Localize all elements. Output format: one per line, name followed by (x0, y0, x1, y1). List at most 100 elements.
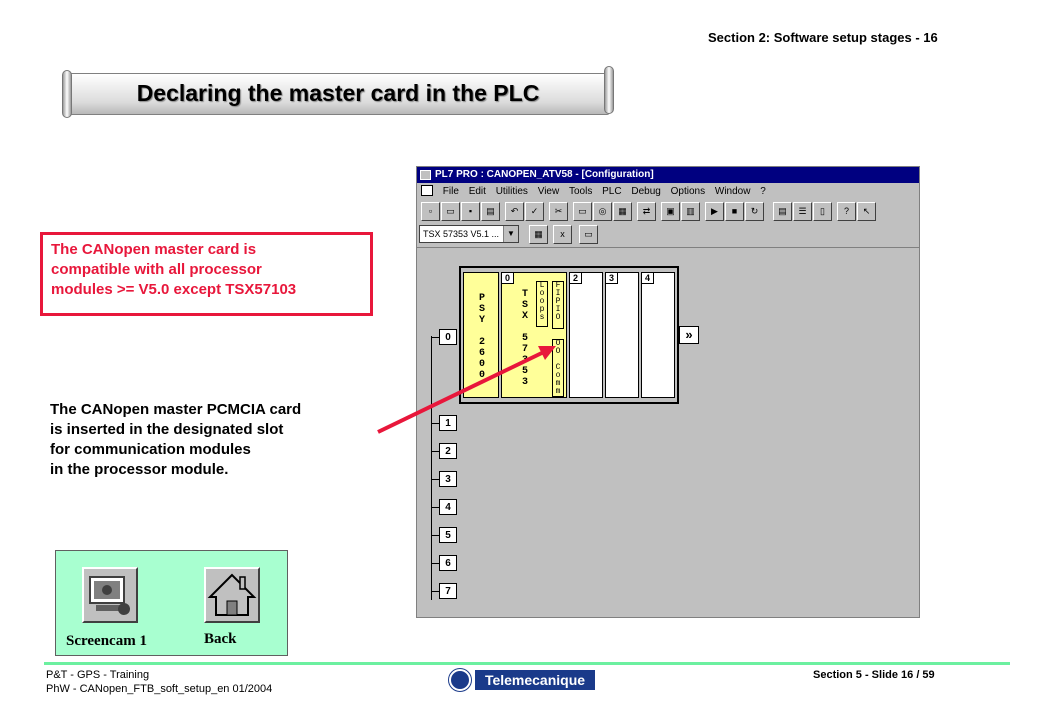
brand-mark-icon (449, 669, 471, 691)
terminal-icon[interactable]: ▥ (681, 202, 700, 221)
slot-4[interactable]: 4 (641, 272, 675, 398)
menu-view[interactable]: View (537, 186, 560, 197)
menu-help[interactable]: ? (760, 186, 766, 197)
bus-tick (431, 535, 439, 536)
banner-curl-right (604, 66, 614, 114)
cut-icon[interactable]: ✂ (549, 202, 568, 221)
menu-tools[interactable]: Tools (569, 186, 593, 197)
stop-icon[interactable]: ■ (725, 202, 744, 221)
rack-address-1[interactable]: 1 (439, 415, 457, 431)
secondary-toolbar: TSX 57353 V5.1 ... ▼ ▦ x ▭ (417, 225, 919, 245)
menu-edit[interactable]: Edit (468, 186, 486, 197)
slot-number-4: 4 (641, 272, 654, 284)
slot-number-2: 2 (569, 272, 582, 284)
main-toolbar: ▫ ▭ ▪ ▤ ↶ ✓ ✂ ▭ ◎ ▦ ⇄ ▣ ▥ ▶ ■ ↻ ▤ ☰ ▯ ? … (417, 202, 919, 222)
save-icon[interactable]: ▪ (461, 202, 480, 221)
chevron-down-icon[interactable]: ▼ (503, 226, 518, 242)
window-titlebar[interactable]: PL7 PRO : CANOPEN_ATV58 - [Configuration… (417, 167, 919, 183)
screencam-label: Screencam 1 (66, 633, 147, 649)
help-icon[interactable]: ? (837, 202, 856, 221)
print-icon[interactable]: ▤ (481, 202, 500, 221)
bus-tick (431, 451, 439, 452)
open-folder-icon[interactable]: ▭ (441, 202, 460, 221)
compat-line: The CANopen master card is (51, 241, 257, 258)
menu-options[interactable]: Options (670, 186, 706, 197)
brand-logo: Telemecanique (449, 668, 595, 692)
menu-file[interactable]: File (442, 186, 459, 197)
undo-icon[interactable]: ↶ (505, 202, 524, 221)
tile-horizontal-icon[interactable]: ☰ (793, 202, 812, 221)
window-title: PL7 PRO : CANOPEN_ATV58 - [Configuration… (435, 169, 654, 180)
validate-icon[interactable]: ✓ (525, 202, 544, 221)
bus-tick (431, 591, 439, 592)
run-icon[interactable]: ▶ (705, 202, 724, 221)
insertion-note: The CANopen master PCMCIA card is insert… (50, 400, 370, 480)
rack-address-0[interactable]: 0 (439, 329, 457, 345)
bus-line (431, 336, 432, 600)
monitor-icon[interactable]: ▣ (661, 202, 680, 221)
rack-address-7[interactable]: 7 (439, 583, 457, 599)
banner-scroll (66, 73, 610, 115)
brand-name: Telemecanique (475, 670, 595, 690)
module-icon[interactable]: ▦ (613, 202, 632, 221)
home-icon (207, 573, 257, 616)
init-icon[interactable]: ↻ (745, 202, 764, 221)
screencam-icon (89, 576, 130, 615)
pl7-window: PL7 PRO : CANOPEN_ATV58 - [Configuration… (416, 166, 920, 618)
rack-address-3[interactable]: 3 (439, 471, 457, 487)
bus-tick (431, 507, 439, 508)
new-file-icon[interactable]: ▫ (421, 202, 440, 221)
document-icon[interactable] (421, 185, 433, 196)
slot-number-3: 3 (605, 272, 618, 284)
app-icon[interactable] (420, 170, 431, 180)
binoculars-icon[interactable]: ◎ (593, 202, 612, 221)
rack-address-5[interactable]: 5 (439, 527, 457, 543)
slot-3[interactable]: 3 (605, 272, 639, 398)
window-icon[interactable]: ▭ (573, 202, 592, 221)
rack-address-4[interactable]: 4 (439, 499, 457, 515)
screencam-button[interactable] (82, 567, 138, 623)
slot-number-0: 0 (501, 272, 514, 284)
next-rack-button[interactable]: » (679, 326, 699, 344)
page-title: Declaring the master card in the PLC (136, 80, 540, 106)
footer-credit-line: P&T - GPS - Training (46, 669, 150, 681)
slot-2[interactable]: 2 (569, 272, 603, 398)
transfer-icon[interactable]: ⇄ (637, 202, 656, 221)
menu-utilities[interactable]: Utilities (495, 186, 528, 197)
section-title: Section 2: Software setup stages - 16 (708, 30, 938, 45)
back-label: Back (204, 631, 237, 647)
rack-address-6[interactable]: 6 (439, 555, 457, 571)
insert-line: The CANopen master PCMCIA card (50, 401, 302, 418)
bus-tick (431, 337, 439, 338)
insert-line: for communication modules (50, 441, 251, 458)
nav-panel: Screencam 1 Back (55, 550, 288, 656)
bus-tick (431, 479, 439, 480)
bus-tick (431, 563, 439, 564)
insert-line: is inserted in the designated slot (50, 421, 284, 438)
menu-plc[interactable]: PLC (602, 186, 622, 197)
insert-line: in the processor module. (50, 461, 229, 478)
back-button[interactable] (204, 567, 260, 623)
processor-select[interactable]: TSX 57353 V5.1 ... ▼ (419, 225, 519, 243)
tile-vertical-icon[interactable]: ▯ (813, 202, 832, 221)
context-help-icon[interactable]: ↖ (857, 202, 876, 221)
menu-window[interactable]: Window (714, 186, 751, 197)
footer-credit-line: PhW - CANopen_FTB_soft_setup_en 01/2004 (46, 683, 273, 695)
xmw-icon[interactable]: x (553, 225, 572, 244)
menu-bar: File Edit Utilities View Tools PLC Debug… (417, 184, 919, 200)
bus-tick (431, 423, 439, 424)
rack-address-2[interactable]: 2 (439, 443, 457, 459)
menu-debug[interactable]: Debug (631, 186, 661, 197)
cascade-icon[interactable]: ▤ (773, 202, 792, 221)
banner-curl-left (62, 70, 72, 118)
copy-module-icon[interactable]: ▭ (579, 225, 598, 244)
footer-divider (44, 662, 1010, 665)
config-rack-icon[interactable]: ▦ (529, 225, 548, 244)
